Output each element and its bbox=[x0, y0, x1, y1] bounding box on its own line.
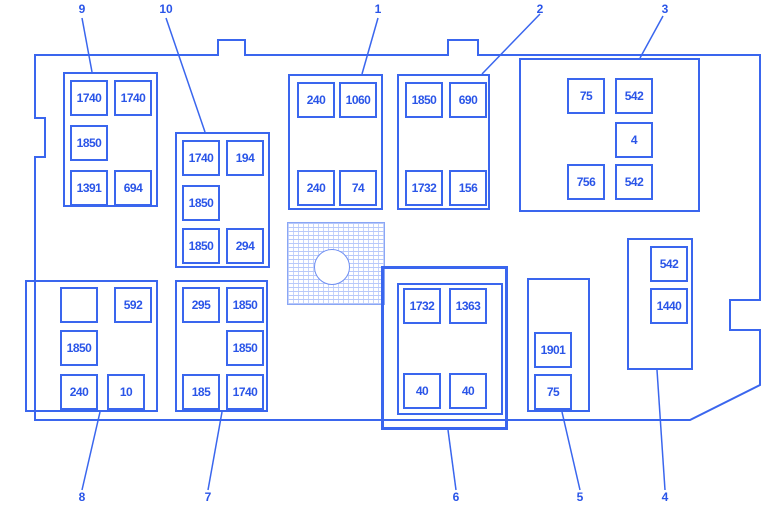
fuse: 1740 bbox=[226, 374, 264, 410]
callout-label-9: 9 bbox=[78, 2, 86, 16]
fuse: 1850 bbox=[182, 185, 220, 221]
callout-label-2: 2 bbox=[536, 2, 544, 16]
callout-label-1: 1 bbox=[374, 2, 382, 16]
fuse: 1850 bbox=[60, 330, 98, 366]
fuse: 542 bbox=[615, 164, 653, 200]
fuse: 40 bbox=[403, 373, 441, 409]
fuse: 75 bbox=[534, 374, 572, 410]
callout-label-7: 7 bbox=[204, 490, 212, 504]
fuse: 194 bbox=[226, 140, 264, 176]
callout-label-3: 3 bbox=[661, 2, 669, 16]
fuse: 1901 bbox=[534, 332, 572, 368]
fuse: 542 bbox=[650, 246, 688, 282]
fuse: 756 bbox=[567, 164, 605, 200]
callout-label-4: 4 bbox=[661, 490, 669, 504]
fuse: 4 bbox=[615, 122, 653, 158]
fuse: 185 bbox=[182, 374, 220, 410]
fuse-block-inner bbox=[397, 283, 503, 415]
fuse: 1740 bbox=[182, 140, 220, 176]
relay-knob bbox=[314, 249, 350, 285]
fuse: 1391 bbox=[70, 170, 108, 206]
fuse: 240 bbox=[297, 82, 335, 118]
callout-label-6: 6 bbox=[452, 490, 460, 504]
fuse bbox=[60, 287, 98, 323]
fuse: 1060 bbox=[339, 82, 377, 118]
callout-label-10: 10 bbox=[159, 2, 173, 16]
fuse-block-5: 1901 75 bbox=[527, 278, 590, 412]
fuse: 294 bbox=[226, 228, 264, 264]
fuse: 1732 bbox=[403, 288, 441, 324]
fuse: 1850 bbox=[226, 330, 264, 366]
fuse: 74 bbox=[339, 170, 377, 206]
fuse: 690 bbox=[449, 82, 487, 118]
fuse: 1732 bbox=[405, 170, 443, 206]
fuse: 592 bbox=[114, 287, 152, 323]
fuse: 1850 bbox=[182, 228, 220, 264]
fuse: 240 bbox=[297, 170, 335, 206]
fuse: 1740 bbox=[114, 80, 152, 116]
fuse: 1363 bbox=[449, 288, 487, 324]
fuse: 1850 bbox=[226, 287, 264, 323]
fuse: 156 bbox=[449, 170, 487, 206]
fuse: 75 bbox=[567, 78, 605, 114]
fuse: 1850 bbox=[405, 82, 443, 118]
fuse: 10 bbox=[107, 374, 145, 410]
fuse: 542 bbox=[615, 78, 653, 114]
relay-socket bbox=[287, 222, 385, 305]
fuse: 240 bbox=[60, 374, 98, 410]
fuse-block-4: 542 1440 bbox=[627, 238, 693, 370]
fuse: 1440 bbox=[650, 288, 688, 324]
callout-label-8: 8 bbox=[78, 490, 86, 504]
leader-lines bbox=[81, 13, 666, 491]
fuse: 295 bbox=[182, 287, 220, 323]
fuse-block-3: 75 542 4 756 542 bbox=[519, 58, 700, 212]
callout-label-5: 5 bbox=[576, 490, 584, 504]
fuse: 40 bbox=[449, 373, 487, 409]
fuse: 1740 bbox=[70, 80, 108, 116]
fuse: 694 bbox=[114, 170, 152, 206]
fuse: 1850 bbox=[70, 125, 108, 161]
